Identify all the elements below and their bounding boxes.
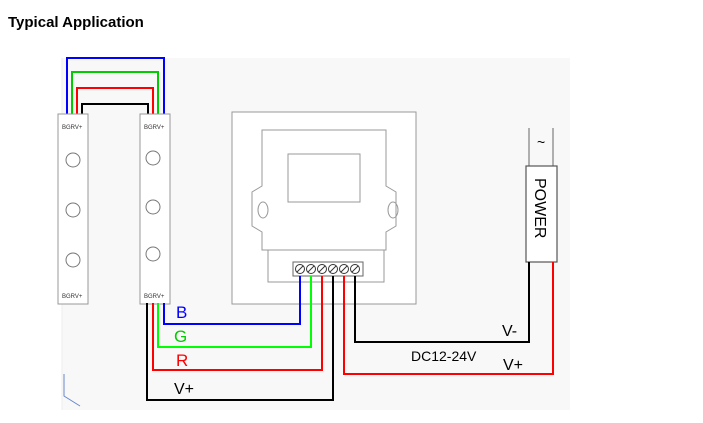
page-title: Typical Application — [8, 14, 144, 31]
label-r: R — [176, 351, 188, 370]
led-dot — [65, 152, 81, 168]
power-label: POWER — [531, 178, 548, 238]
controller-device — [231, 111, 417, 305]
strip-right-pin-codes-top: BGRV+ — [144, 125, 165, 131]
label-vminus: V- — [502, 323, 517, 340]
corner-mark — [63, 374, 81, 407]
label-supply-voltage: DC12-24V — [411, 348, 477, 364]
led-dot — [145, 150, 161, 166]
led-strip-right: BGRV+ BGRV+ — [139, 113, 171, 305]
label-b: B — [176, 303, 187, 322]
led-dot — [145, 246, 161, 262]
label-vplus-strip: V+ — [174, 381, 194, 398]
wire-red-loop — [76, 87, 154, 115]
wire-black-vminus — [354, 262, 530, 343]
strip-left-pin-codes-bottom: BGRV+ — [62, 294, 83, 300]
label-vplus-supply: V+ — [503, 357, 523, 374]
wire-red — [152, 276, 323, 371]
output-wires — [146, 276, 334, 401]
wire-green-loop — [71, 71, 159, 115]
terminal-block — [292, 261, 364, 277]
supply-wires — [343, 262, 554, 375]
power-supply: ~ POWER — [525, 128, 558, 263]
strip-right-pin-codes-bottom: BGRV+ — [144, 294, 165, 300]
led-dot — [65, 252, 81, 268]
wire-blue — [163, 276, 301, 325]
led-strip-left: BGRV+ BGRV+ — [57, 113, 89, 305]
wire-blue-loop — [66, 57, 165, 115]
led-dot — [145, 199, 161, 215]
wire-black-vplus — [146, 276, 334, 401]
strip-left-pin-codes-top: BGRV+ — [62, 125, 83, 131]
wire-black-loop — [81, 103, 149, 115]
ac-symbol: ~ — [537, 134, 545, 150]
wire-green — [157, 276, 312, 348]
led-dot — [65, 202, 81, 218]
strip-link-wires — [66, 57, 165, 115]
label-g: G — [174, 327, 187, 346]
wire-red-vplus — [343, 262, 554, 375]
